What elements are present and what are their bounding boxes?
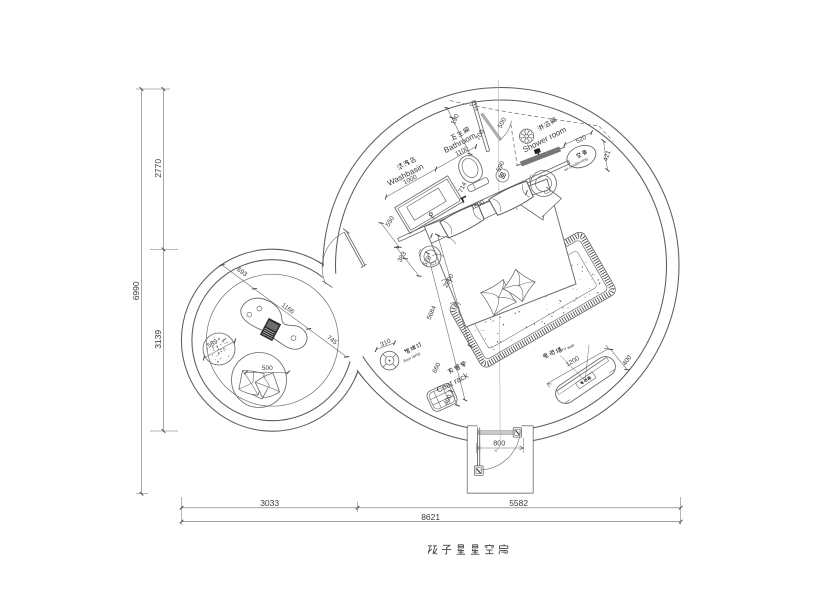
svg-text:2770: 2770: [153, 159, 163, 178]
svg-text:500: 500: [262, 365, 273, 372]
svg-text:3033: 3033: [260, 498, 279, 508]
svg-text:660: 660: [431, 361, 442, 374]
svg-text:TV wall: TV wall: [560, 343, 575, 353]
svg-text:8621: 8621: [421, 512, 440, 522]
svg-text:5582: 5582: [509, 498, 528, 508]
svg-text:500: 500: [497, 116, 509, 129]
svg-text:520: 520: [575, 134, 588, 145]
svg-text:700: 700: [475, 128, 486, 141]
svg-text:590: 590: [495, 160, 506, 173]
svg-text:6990: 6990: [131, 281, 141, 300]
svg-text:550: 550: [385, 215, 397, 228]
svg-text:570: 570: [422, 254, 434, 267]
svg-text:310: 310: [379, 337, 392, 348]
svg-text:714: 714: [457, 181, 468, 194]
svg-text:589: 589: [206, 338, 219, 350]
svg-text:190: 190: [450, 113, 461, 126]
svg-text:400: 400: [443, 393, 454, 406]
svg-text:800: 800: [493, 439, 505, 448]
svg-text:383: 383: [397, 250, 409, 263]
svg-text:421: 421: [602, 149, 612, 162]
svg-text:3139: 3139: [153, 330, 163, 349]
